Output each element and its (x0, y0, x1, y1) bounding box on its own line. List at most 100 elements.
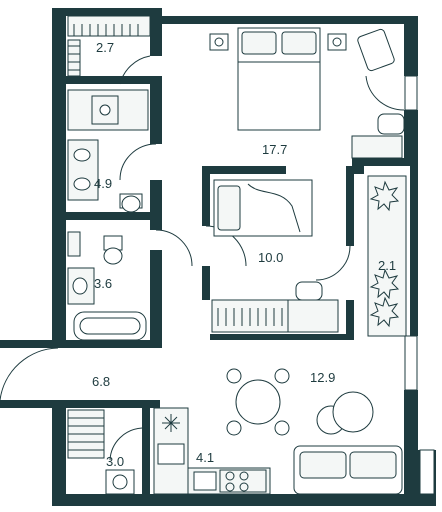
wall-bath1-east-top (150, 76, 162, 144)
kitchen-furniture (153, 407, 271, 495)
wall-bedroom2-west-bottom (202, 266, 210, 300)
wall-bedroom2-north (202, 166, 286, 174)
door-balcony (315, 245, 351, 281)
sink-3-icon (72, 277, 88, 295)
wall-bath1-east-bottom (150, 180, 162, 230)
door-bedroom-window (365, 75, 405, 111)
door-bathroom-2 (155, 229, 193, 267)
windows (404, 75, 435, 495)
dining-table-icon (235, 379, 281, 425)
sofa-seat-left (299, 451, 347, 479)
toilet-1-icon (121, 195, 141, 213)
door-wardrobe-bottom (109, 427, 143, 461)
window-bedroom (404, 75, 418, 111)
door-bedroom-2 (205, 225, 247, 267)
wall-top-left (52, 8, 162, 16)
single-bed-pillow (217, 185, 241, 231)
balcony-floor (367, 175, 407, 337)
wall-bedroom2-east-top (346, 166, 354, 246)
wall-wardrobe-east-top (150, 16, 162, 56)
wall-bedroom2-south (210, 334, 354, 340)
chair-1-icon (226, 368, 242, 384)
area-label-kitchen: 4.1 (196, 450, 214, 465)
shower-drain-icon (99, 104, 111, 116)
wall-wardrobe-south (66, 76, 160, 84)
sink-2-icon (73, 177, 91, 191)
hob-burner-3 (225, 482, 235, 492)
bathroom-2-furniture (67, 231, 147, 341)
lamp-right-icon (332, 37, 342, 47)
wall-wardrobe2-east (142, 400, 150, 500)
area-label-bedroom-2: 10.0 (258, 250, 283, 265)
area-label-wardrobe-top: 2.7 (96, 40, 114, 55)
bedroom-2-furniture (211, 179, 339, 333)
wardrobe-side-shelf (67, 39, 81, 77)
wall-left-lower (52, 400, 66, 506)
single-bed-blanket (247, 183, 301, 233)
sofa-seat-right (349, 451, 397, 479)
wardrobe-top-furniture (67, 15, 151, 77)
washing-machine-icon (105, 469, 135, 495)
wall-bedroom-balcony (352, 158, 418, 166)
wall-wardrobe2-north (66, 400, 160, 408)
chair-3-icon (226, 420, 242, 436)
wall-top-right (150, 16, 412, 24)
wall-right-top (404, 16, 418, 76)
bathtub-inner (79, 317, 141, 335)
wall-bath2-south (66, 340, 160, 348)
area-label-master-bedroom: 17.7 (262, 142, 287, 157)
hob-burner-4 (239, 482, 249, 492)
plant-icons (369, 180, 400, 328)
fridge-snowflake-icon (162, 414, 180, 432)
wall-balcony-corner (352, 158, 364, 174)
pillow-left (241, 31, 277, 55)
nightstand-left (209, 33, 229, 51)
wall-entrance-bottom (0, 400, 66, 408)
wall-bedroom2-east-bottom (346, 300, 354, 340)
wall-bath2-east (150, 250, 162, 348)
door-bathroom-1 (119, 143, 157, 181)
living-furniture (226, 368, 403, 495)
master-bedroom-furniture (209, 27, 405, 159)
wall-left-upper (52, 8, 66, 348)
armchair-icon (357, 28, 395, 72)
wall-right-mid (404, 110, 418, 160)
coffee-table-2-icon (332, 391, 374, 433)
window-living (404, 335, 418, 391)
hob-burner-1 (225, 471, 235, 481)
desk-kid (287, 299, 339, 333)
wall-entrance-top (0, 340, 66, 348)
area-label-living: 12.9 (310, 370, 335, 385)
doors (0, 55, 405, 461)
bathroom-1-furniture (67, 89, 149, 213)
desk-bedroom (351, 135, 403, 159)
wall-bottom (52, 494, 436, 506)
wall-bedroom2-west-top (202, 166, 210, 226)
area-label-balcony: 2.1 (378, 258, 396, 273)
area-label-bathroom-1: 4.9 (94, 176, 112, 191)
shower-drain-box (91, 95, 119, 125)
bathtub-icon (73, 311, 147, 341)
door-wardrobe-top (119, 55, 151, 85)
oven-icon (193, 471, 217, 491)
lamp-left-icon (214, 37, 224, 47)
area-label-hall: 6.8 (92, 374, 110, 389)
towel-rail (67, 231, 81, 257)
hangers-bottom (68, 417, 104, 451)
balcony-furniture (367, 175, 407, 337)
window-kitchen (419, 449, 435, 495)
hob-burner-2 (239, 471, 249, 481)
toilet-2-icon (103, 247, 123, 265)
washing-machine-drum (112, 474, 128, 490)
pillow-right (281, 31, 317, 55)
chair-2-icon (274, 368, 290, 384)
area-label-bathroom-2: 3.6 (94, 276, 112, 291)
wall-bath1-south (66, 212, 160, 220)
area-label-wardrobe-bottom: 3.0 (106, 454, 124, 469)
radiator-fins (217, 308, 283, 326)
sink-kitchen-icon (157, 443, 185, 465)
hangers-top (73, 24, 139, 36)
desk-chair-icon (377, 113, 405, 135)
kid-chair-icon (295, 281, 323, 301)
